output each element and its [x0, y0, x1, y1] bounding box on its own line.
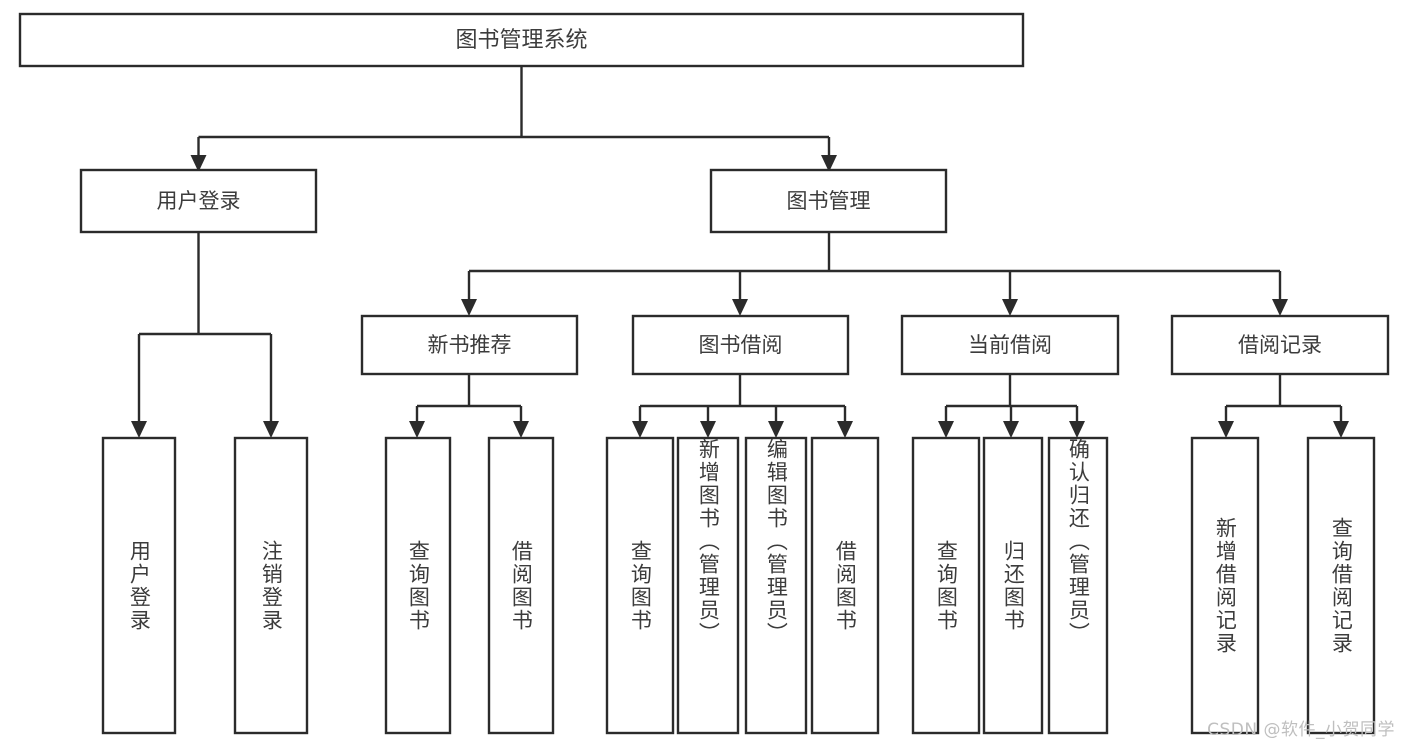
- node-leaf-borrow-book-1[interactable]: [487, 436, 555, 735]
- node-book-borrow[interactable]: [631, 314, 850, 376]
- node-book-borrow-label: 图书借阅: [699, 333, 783, 357]
- node-leaf-query-book-1[interactable]: [384, 436, 452, 735]
- arrow-head-leaf-add-record: [1218, 421, 1234, 438]
- node-leaf-query-book-2[interactable]: [605, 436, 675, 735]
- node-leaf-add-book[interactable]: [676, 436, 740, 735]
- arrow-head-user-login: [190, 155, 207, 172]
- arrow-head-new-book-rec: [461, 299, 477, 316]
- node-leaf-edit-book[interactable]: [744, 436, 808, 735]
- arrow-head-book-borrow: [732, 299, 748, 316]
- node-new-book-rec-label: 新书推荐: [428, 333, 512, 357]
- node-leaf-user-login[interactable]: [101, 436, 177, 735]
- node-root[interactable]: [18, 12, 1025, 68]
- node-new-book-rec[interactable]: [360, 314, 579, 376]
- arrow-head-leaf-borrow-book-1: [513, 421, 529, 438]
- arrow-head-leaf-borrow-book-2: [837, 421, 853, 438]
- arrow-head-leaf-query-book-1: [409, 421, 425, 438]
- arrow-head-leaf-edit-book: [768, 421, 784, 438]
- node-user-login-label: 用户登录: [157, 189, 241, 213]
- node-leaf-confirm-return[interactable]: [1047, 436, 1109, 735]
- node-root-label: 图书管理系统: [455, 28, 587, 53]
- arrow-head-leaf-user-logout: [263, 421, 279, 438]
- arrow-head-leaf-query-book-3: [938, 421, 954, 438]
- arrow-head-leaf-return-book: [1003, 421, 1019, 438]
- arrow-head-borrow-record: [1272, 299, 1288, 316]
- arrow-head-current-borrow: [1002, 299, 1018, 316]
- node-leaf-query-record[interactable]: [1306, 436, 1376, 735]
- node-layer: 图书管理系统 用户登录 图书管理 新书推荐 图书借阅 当前借阅 借阅记录: [18, 12, 1390, 735]
- node-borrow-record-label: 借阅记录: [1238, 333, 1322, 357]
- arrow-head-book-manage: [821, 155, 837, 172]
- node-leaf-return-book[interactable]: [982, 436, 1044, 735]
- arrow-head-leaf-add-book: [700, 421, 716, 438]
- connector-layer: [131, 66, 1349, 438]
- arrow-head-leaf-confirm-return: [1069, 421, 1085, 438]
- node-current-borrow[interactable]: [900, 314, 1120, 376]
- node-leaf-query-book-3[interactable]: [911, 436, 981, 735]
- node-book-manage[interactable]: [709, 168, 948, 234]
- node-current-borrow-label: 当前借阅: [968, 333, 1052, 357]
- arrow-head-leaf-query-book-2: [632, 421, 648, 438]
- node-leaf-user-logout[interactable]: [233, 436, 309, 735]
- node-leaf-add-record[interactable]: [1190, 436, 1260, 735]
- node-leaf-borrow-book-2[interactable]: [810, 436, 880, 735]
- watermark: CSDN @软件_小贺同学: [1207, 720, 1395, 740]
- node-borrow-record[interactable]: [1170, 314, 1390, 376]
- arrow-head-leaf-user-login: [131, 421, 147, 438]
- arrow-head-leaf-query-record: [1333, 421, 1349, 438]
- node-user-login[interactable]: [79, 168, 318, 234]
- node-book-manage-label: 图书管理: [787, 189, 871, 213]
